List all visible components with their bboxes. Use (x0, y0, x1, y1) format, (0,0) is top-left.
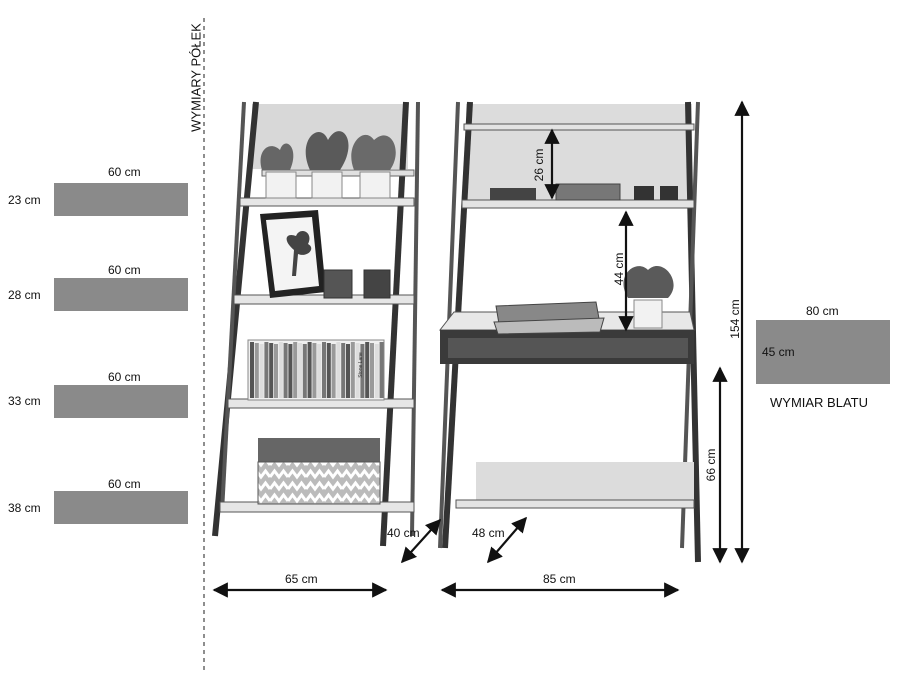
shelf-width-label: 60 cm (108, 165, 141, 179)
book-spine (374, 344, 379, 398)
storage-box (257, 438, 381, 505)
shelf-rect (54, 491, 188, 524)
tabletop-depth-label: 45 cm (762, 345, 795, 359)
shelf-rect (54, 385, 188, 418)
shelf-rect (54, 183, 188, 216)
book-spine (278, 342, 283, 398)
shelf-width-label: 60 cm (108, 263, 141, 277)
desk-width-label: 85 cm (543, 572, 576, 586)
framed-picture (260, 210, 326, 298)
books (247, 339, 385, 401)
book-spine (379, 342, 384, 398)
book-spine (322, 342, 326, 398)
lower-gap-label: 44 cm (612, 252, 626, 286)
book-spine (365, 342, 370, 398)
shelf-height-label: 38 cm (8, 501, 41, 515)
tabletop-rect (756, 320, 890, 384)
shelf-height-label: 28 cm (8, 288, 41, 302)
book-spine (317, 344, 322, 398)
shelf-height-label: 23 cm (8, 193, 41, 207)
book-spine (355, 343, 360, 398)
book-spine (341, 343, 346, 398)
shelf-height-label: 33 cm (8, 394, 41, 408)
bookcase-depth-label: 40 cm (387, 526, 420, 540)
ladder-bookcase (212, 101, 420, 547)
book-spine (254, 343, 259, 398)
tabletop-width-label: 80 cm (806, 304, 839, 318)
book-spine (288, 344, 293, 398)
book-spine-text: Stone Lane (357, 352, 364, 378)
desk-depth-label: 48 cm (472, 526, 505, 540)
section-title: WYMIARY PÓŁEK (188, 23, 204, 132)
desk-total-height-label: 154 cm (728, 299, 742, 339)
plants (260, 131, 396, 199)
book-spine (259, 344, 264, 398)
book-spine (302, 344, 307, 398)
book-spine (298, 343, 302, 398)
book-spine (370, 343, 374, 398)
book-spine (360, 344, 365, 398)
upper-gap-label: 26 cm (532, 148, 546, 182)
ladder-desk (438, 101, 701, 563)
book-spine (346, 344, 350, 398)
dimension-arrows (212, 100, 750, 598)
book-spine (350, 342, 355, 398)
book-spine (326, 343, 331, 398)
shelf-width-label: 60 cm (108, 477, 141, 491)
book-spine (312, 343, 317, 398)
book-spine (269, 343, 274, 398)
book-spine (336, 342, 341, 398)
book-spine (307, 342, 312, 398)
bookcase-width-label: 65 cm (285, 572, 318, 586)
desk-height-label: 66 cm (704, 448, 718, 482)
book-spine (264, 342, 269, 398)
book-spine (331, 344, 336, 398)
book-spine (250, 342, 254, 398)
book-spine (274, 344, 278, 398)
shelf-width-label: 60 cm (108, 370, 141, 384)
book-spine (283, 343, 288, 398)
book-spine (293, 342, 298, 398)
tabletop-caption: WYMIAR BLATU (770, 395, 868, 410)
shelf-rect (54, 278, 188, 311)
